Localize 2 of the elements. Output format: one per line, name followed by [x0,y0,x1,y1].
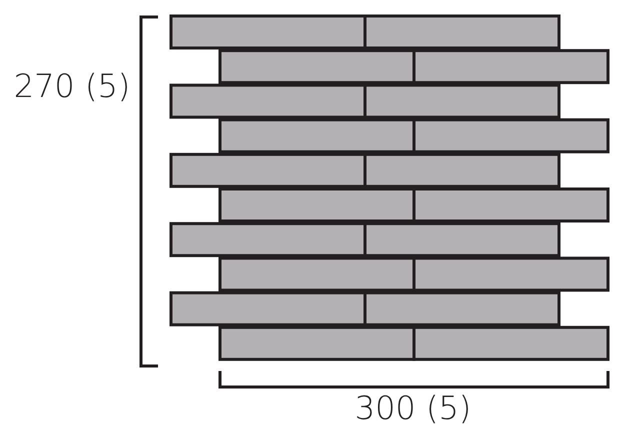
dimension-label: 300 (5) [354,392,472,424]
dimension-label: 270 (5) [12,70,132,102]
